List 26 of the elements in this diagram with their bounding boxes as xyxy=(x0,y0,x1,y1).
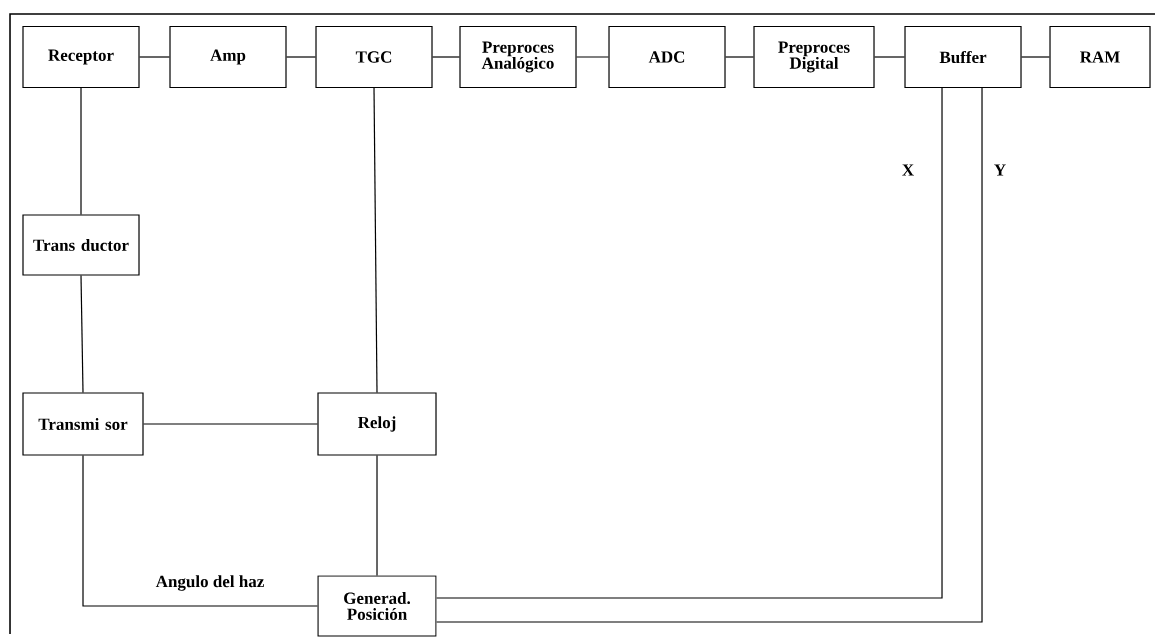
connector-line xyxy=(376,455,378,576)
process-box: TGC xyxy=(315,25,433,89)
process-box: Transmi sor xyxy=(22,392,144,456)
process-box: RAM xyxy=(1049,25,1151,89)
process-box: Preproces Digital xyxy=(753,25,875,89)
connector-line xyxy=(725,56,754,58)
connector-line xyxy=(80,87,82,215)
connector-line xyxy=(1021,56,1050,58)
connector-line xyxy=(82,455,318,607)
process-box: Receptor xyxy=(22,25,140,89)
connector-line xyxy=(143,423,318,425)
process-box: Trans ductor xyxy=(22,214,140,276)
process-box: Buffer xyxy=(904,25,1022,89)
connector-line xyxy=(286,56,316,58)
process-box: ADC xyxy=(608,25,726,89)
connector-line xyxy=(874,56,905,58)
connector-line xyxy=(576,56,609,58)
connector-line xyxy=(80,275,84,393)
process-box: Reloj xyxy=(317,392,437,456)
connector-line xyxy=(373,87,378,393)
process-box: Generad. Posición xyxy=(317,575,437,637)
connector-line xyxy=(432,56,460,58)
process-box: Amp xyxy=(169,25,287,89)
connector-line xyxy=(139,56,170,58)
edge-label: Angulo del haz xyxy=(154,574,266,592)
process-box: Preproces Analógico xyxy=(459,25,577,89)
